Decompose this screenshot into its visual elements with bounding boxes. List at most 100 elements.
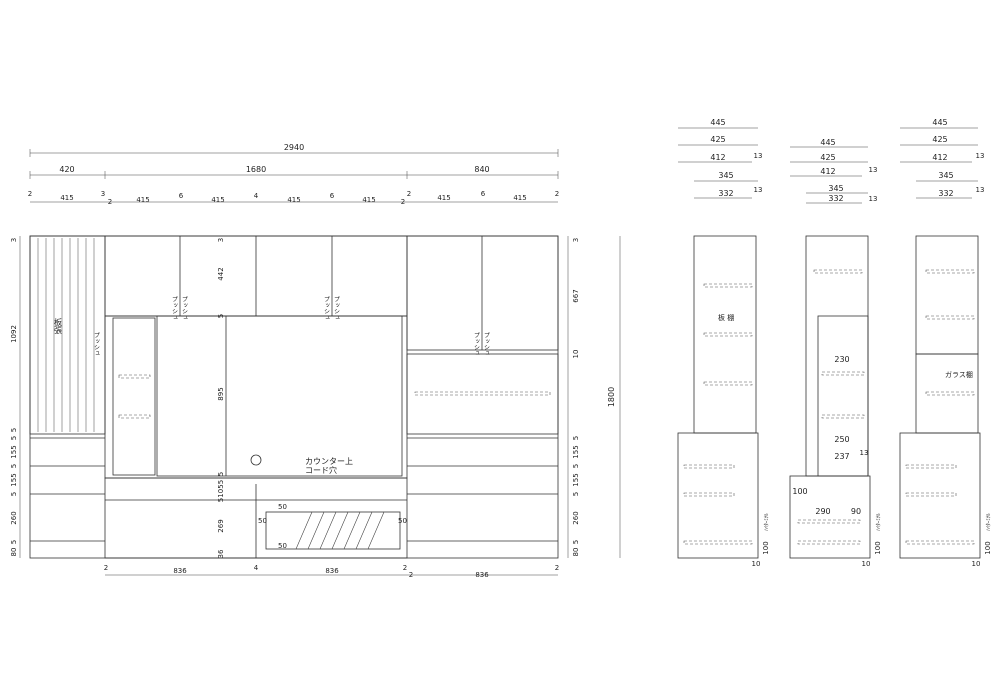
side1-width: 332 [718, 189, 733, 198]
left-height-dim: 5 [10, 492, 18, 496]
center-height-dim: 269 [217, 519, 225, 532]
section-width-center: 1680 [246, 165, 266, 174]
side3-width: 332 [938, 189, 953, 198]
right-height-dim: 5 [572, 464, 580, 468]
side2-bottom: 10 [862, 560, 871, 568]
top-dim: 2 [407, 190, 411, 198]
push-label: プッシュ [171, 296, 178, 320]
center-height-dim: 442 [217, 267, 225, 280]
push-label: プッシュ [181, 296, 188, 320]
top-dim: 415 [437, 194, 450, 202]
right-height-dim: 667 [572, 289, 580, 302]
top-dim: 4 [254, 192, 259, 200]
top-dim: 415 [136, 196, 149, 204]
side1-bottom: 100 [762, 541, 770, 554]
top-dim: 2 [28, 190, 32, 198]
right-height-dim: 5 [572, 540, 580, 544]
bottom-dim: 2 [104, 564, 108, 572]
fifty-dim: 50 [278, 503, 287, 511]
side3-width: 345 [938, 171, 953, 180]
right-height-dim: 155 [572, 473, 580, 486]
left-height-dim: 5 [10, 436, 18, 440]
push-label: プッシュ [333, 296, 340, 320]
front-view: 2940 420 1680 840 2 415 3 2 415 6 415 4 … [10, 143, 621, 579]
side2-bottom: 100 [874, 541, 882, 554]
side3-bottom: 10 [972, 560, 981, 568]
top-dim: 415 [362, 196, 375, 204]
glass-shelf-label: ガラス棚 [945, 370, 973, 379]
section-width-left: 420 [59, 165, 74, 174]
top-dim: 6 [481, 190, 486, 198]
top-dim: 2 [108, 198, 112, 206]
side2-width: 445 [820, 138, 835, 147]
left-height-dim: 1092 [10, 325, 18, 343]
side2-width: 425 [820, 153, 835, 162]
push-label: プッシュ [473, 332, 480, 356]
left-height-dim: 260 [10, 511, 18, 524]
side2-dim: 250 [834, 435, 849, 444]
side2-width: 412 [820, 167, 835, 176]
side1-width: 412 [710, 153, 725, 162]
push-label: プッシュ [483, 332, 490, 356]
top-dim: 415 [211, 196, 224, 204]
top-dim: 6 [179, 192, 184, 200]
overall-width-label: 2940 [284, 143, 304, 152]
side1-width: 445 [710, 118, 725, 127]
side3-width: 425 [932, 135, 947, 144]
counter-cord-label: カウンター上 [305, 457, 353, 466]
top-dim: 415 [513, 194, 526, 202]
fifty-dim: 50 [258, 517, 267, 525]
side2-dim: 13 [860, 449, 869, 457]
side1-width: 345 [718, 171, 733, 180]
top-dim: 415 [287, 196, 300, 204]
side2-dim: 290 [815, 507, 830, 516]
side1-width: 13 [754, 152, 763, 160]
push-label: プッシュ [93, 332, 100, 356]
side2-width: 332 [828, 194, 843, 203]
center-height-dim: 5 [217, 472, 225, 476]
center-height-dim: 3 [217, 238, 225, 242]
side3-width: 412 [932, 153, 947, 162]
right-height-dim: 155 [572, 445, 580, 458]
section-width-right: 840 [474, 165, 489, 174]
side-view-1: 445 425 412 13 345 332 13 板 棚 100 10 ﾊｲﾀ… [677, 118, 770, 568]
left-height-dim: 5 [10, 428, 18, 432]
left-height-dim: 155 [10, 445, 18, 458]
side1-width: 425 [710, 135, 725, 144]
bottom-dim: 2 [409, 571, 413, 579]
right-height-dim: 3 [572, 238, 580, 242]
right-height-dim: 10 [572, 350, 580, 359]
bottom-dim: 4 [254, 564, 259, 572]
top-dim: 2 [555, 190, 559, 198]
side3-bottom: 100 [984, 541, 992, 554]
bottom-dim: 2 [555, 564, 559, 572]
side-view-2: 445 425 412 13 345 332 13 230 250 237 13… [789, 138, 882, 568]
top-dim: 415 [60, 194, 73, 202]
bottom-dim: 836 [173, 567, 187, 575]
top-dim: 6 [330, 192, 335, 200]
bottom-dim: 836 [475, 571, 489, 579]
side2-dim: 230 [834, 355, 849, 364]
left-height-dim: 5 [10, 540, 18, 544]
side3-width: 13 [976, 152, 985, 160]
side2-dim: 100 [792, 487, 807, 496]
side2-note: ﾊｲﾀｰﾐﾅﾙ [876, 513, 882, 531]
ita-kazari-label: 板張 [54, 317, 63, 335]
center-height-dim: 36 [217, 549, 225, 558]
fifty-dim: 50 [278, 542, 287, 550]
fifty-dim: 50 [398, 517, 407, 525]
right-height-dim: 5 [572, 436, 580, 440]
side2-dim: 237 [834, 452, 849, 461]
right-height-dim: 5 [572, 492, 580, 496]
side2-width: 13 [869, 195, 878, 203]
side3-note: ﾊｲﾀｰﾐﾅﾙ [986, 513, 992, 531]
left-height-dim: 5 [10, 464, 18, 468]
tana-label: 板 棚 [718, 313, 734, 322]
right-height-dim: 260 [572, 511, 580, 524]
left-height-dim: 155 [10, 473, 18, 486]
center-height-dim: 5 [217, 480, 225, 484]
push-label: プッシュ [323, 296, 330, 320]
bottom-dim: 836 [325, 567, 339, 575]
side2-dim: 90 [851, 507, 861, 516]
